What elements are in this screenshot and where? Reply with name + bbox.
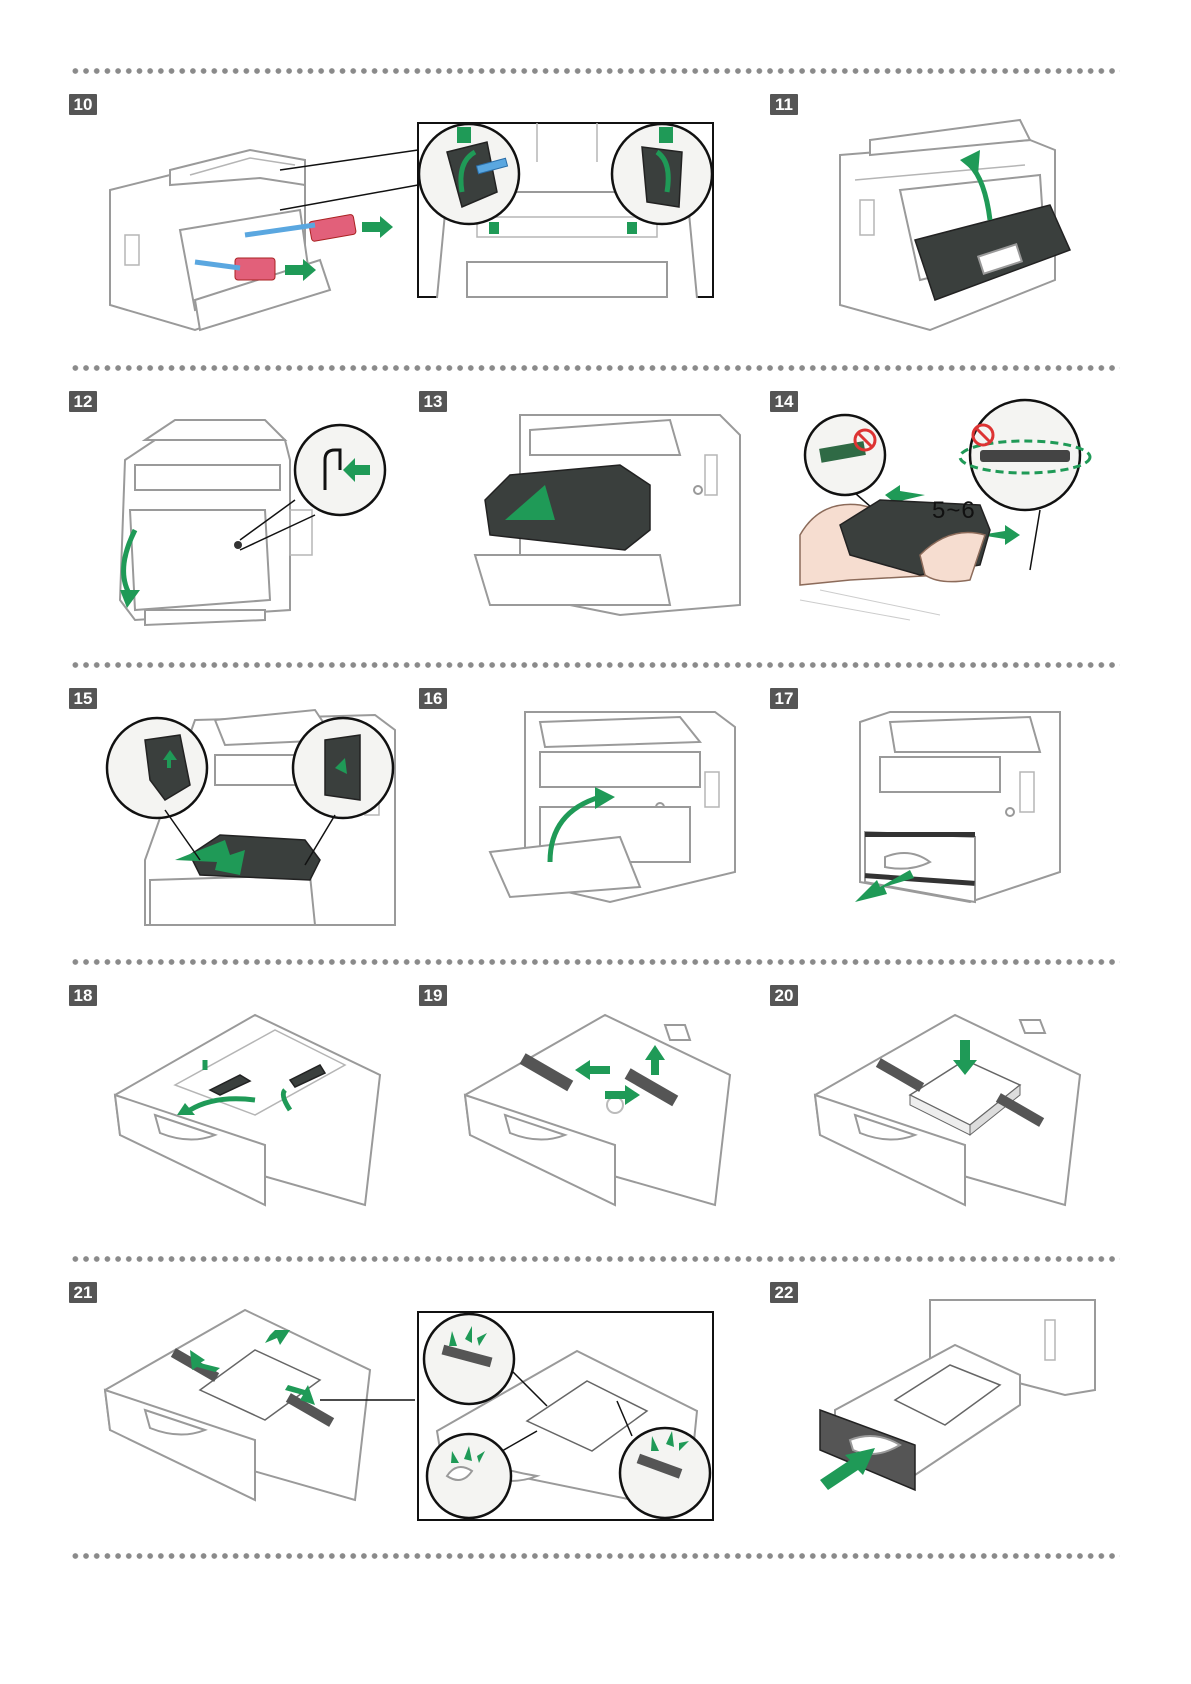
step22-tray-illustration — [815, 1300, 1095, 1495]
step-number: 15 — [69, 688, 97, 709]
shake-count-label: 5~6 — [932, 497, 976, 525]
step-number: 10 — [69, 94, 97, 115]
separator-1 — [70, 67, 1120, 75]
separator-4 — [70, 958, 1120, 966]
separator-2 — [70, 364, 1120, 372]
step-number: 17 — [770, 688, 798, 709]
step-number: 13 — [419, 391, 447, 412]
step-number: 20 — [770, 985, 798, 1006]
step12-printer-illustration — [115, 420, 395, 630]
step19-tray-illustration — [465, 1015, 730, 1205]
step-number: 11 — [770, 94, 798, 115]
step17-printer-illustration — [850, 712, 1070, 907]
step-number: 18 — [69, 985, 97, 1006]
step-number: 12 — [69, 391, 97, 412]
step-number: 19 — [419, 985, 447, 1006]
step-number: 16 — [419, 688, 447, 709]
step-number: 14 — [770, 391, 798, 412]
separator-5 — [70, 1255, 1120, 1263]
step21-detail-frame — [417, 1311, 714, 1521]
step13-printer-illustration — [470, 415, 750, 615]
separator-6 — [70, 1552, 1120, 1560]
step15-printer-illustration — [105, 710, 395, 925]
step10-detail-frame — [417, 122, 714, 298]
step18-tray-illustration — [115, 1015, 380, 1205]
separator-3 — [70, 661, 1120, 669]
step10-callout-lines — [280, 150, 420, 230]
step-number: 22 — [770, 1282, 798, 1303]
step11-printer-illustration — [830, 120, 1080, 335]
step-number: 21 — [69, 1282, 97, 1303]
step21-tray-illustration — [105, 1310, 375, 1500]
step20-tray-illustration — [815, 1015, 1080, 1205]
step16-printer-illustration — [490, 712, 740, 902]
